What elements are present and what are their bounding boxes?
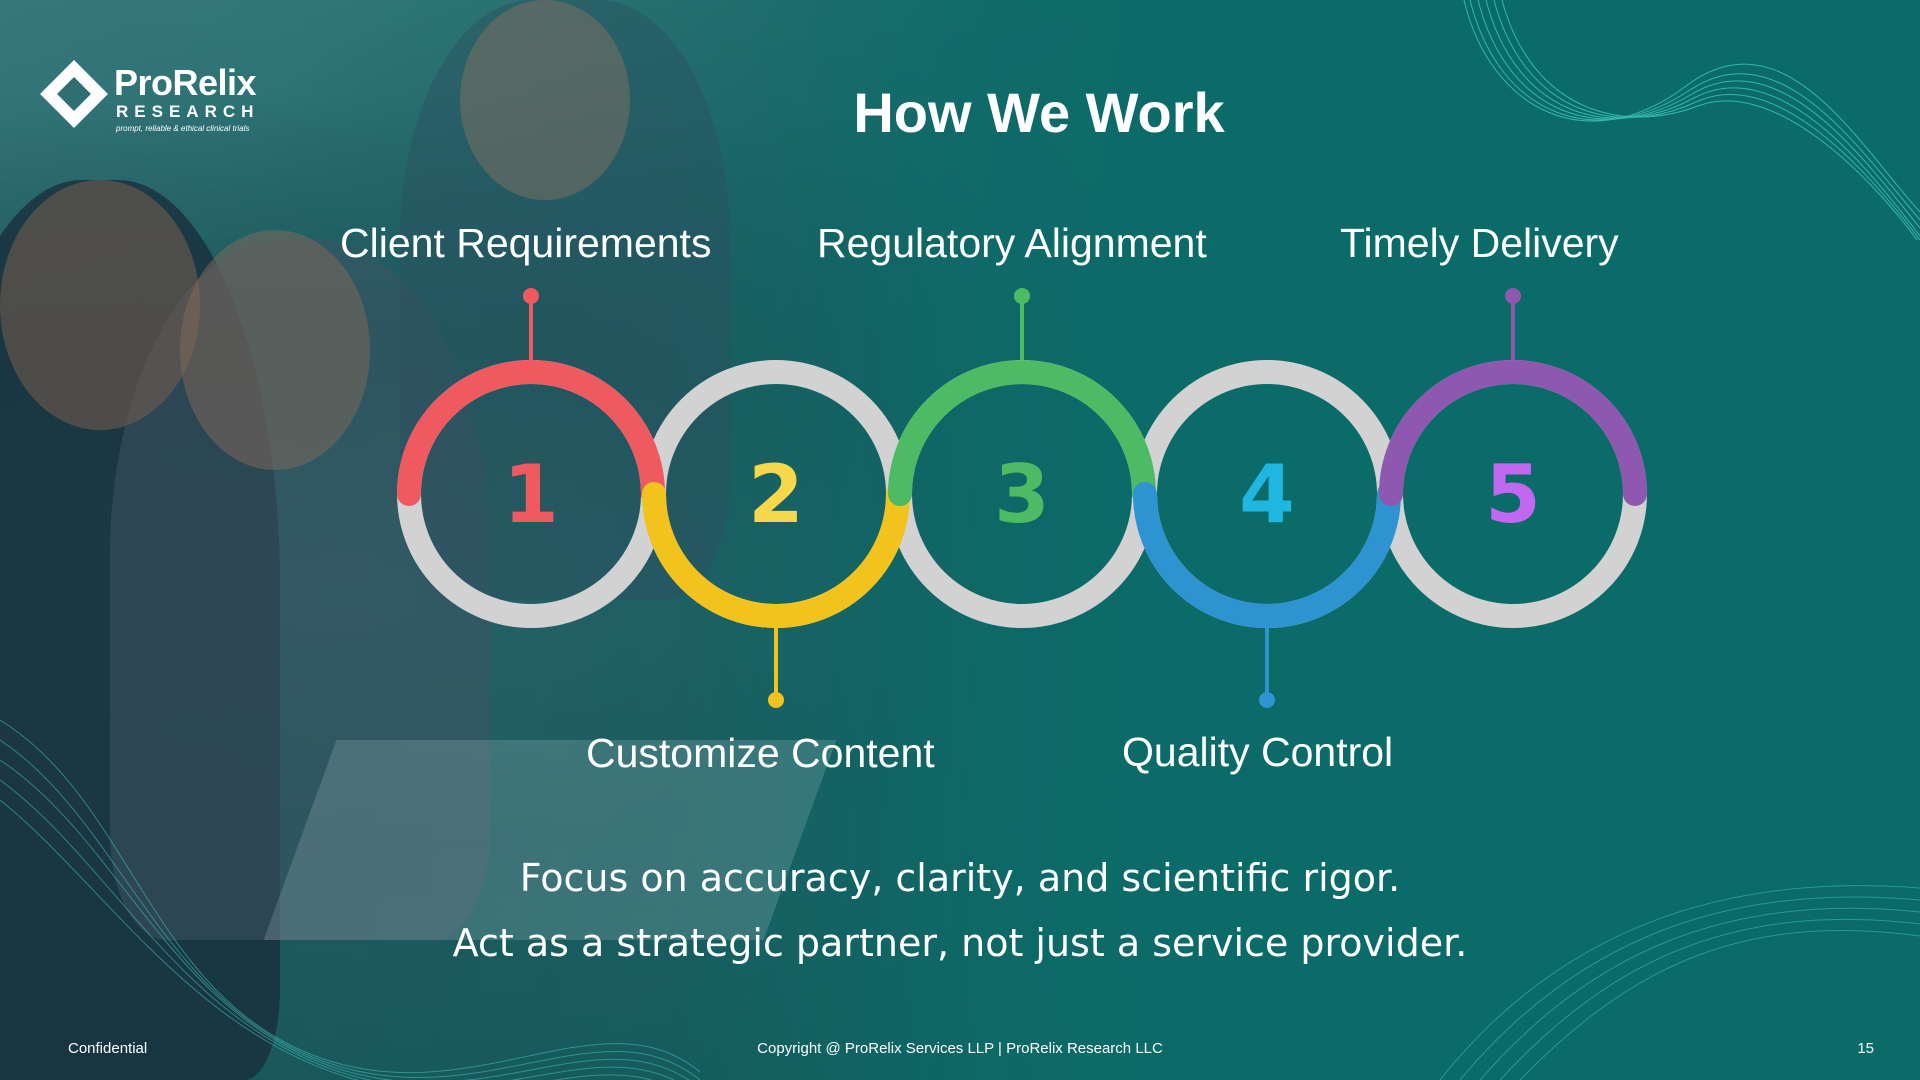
step-number-2: 2 xyxy=(748,448,804,541)
ring-arc-5 xyxy=(1379,360,1647,506)
step-label-4: Quality Control xyxy=(1122,729,1394,775)
person-head xyxy=(460,0,630,200)
step-number-5: 5 xyxy=(1485,448,1541,541)
logo-subtitle: RESEARCH xyxy=(116,102,260,121)
person-head xyxy=(180,230,370,470)
logo-name: ProRelix xyxy=(114,62,257,103)
person-head xyxy=(0,180,200,430)
step-number-4: 4 xyxy=(1239,448,1295,541)
person-silhouette xyxy=(400,0,730,600)
ring-arc-3 xyxy=(888,360,1156,506)
focus-line-1: Focus on accuracy, clarity, and scientif… xyxy=(519,856,1401,900)
wave-decoration-top-right xyxy=(1463,0,1920,240)
wave-decoration-bottom-right xyxy=(1440,885,1920,1080)
step-label-2: Customize Content xyxy=(586,730,935,776)
ring-arc-4 xyxy=(1133,482,1401,628)
connector-dot-5 xyxy=(1505,288,1521,304)
connector-dot-3 xyxy=(1014,288,1030,304)
prorelix-logo: ProRelix RESEARCH prompt, reliable & eth… xyxy=(40,60,282,142)
ring-arc-2 xyxy=(642,482,910,628)
slide-title: How We Work xyxy=(853,81,1225,144)
connector-dot-1 xyxy=(523,288,539,304)
logo-tagline: prompt, reliable & ethical clinical tria… xyxy=(116,124,250,133)
step-label-3: Regulatory Alignment xyxy=(817,220,1207,266)
connector-dot-2 xyxy=(768,692,784,708)
confidential-label: Confidential xyxy=(68,1040,148,1057)
connector-dot-4 xyxy=(1259,692,1275,708)
step-label-5: Timely Delivery xyxy=(1340,220,1619,266)
step-number-3: 3 xyxy=(994,448,1050,541)
wave-decoration-bottom-left xyxy=(0,719,700,1080)
step-number-1: 1 xyxy=(503,448,559,541)
copyright-text: Copyright @ ProRelix Services LLP | ProR… xyxy=(757,1040,1163,1057)
step-label-1: Client Requirements xyxy=(340,220,712,266)
ring-arc-1 xyxy=(397,360,665,506)
page-number: 15 xyxy=(1857,1040,1874,1057)
focus-line-2: Act as a strategic partner, not just a s… xyxy=(452,921,1468,965)
